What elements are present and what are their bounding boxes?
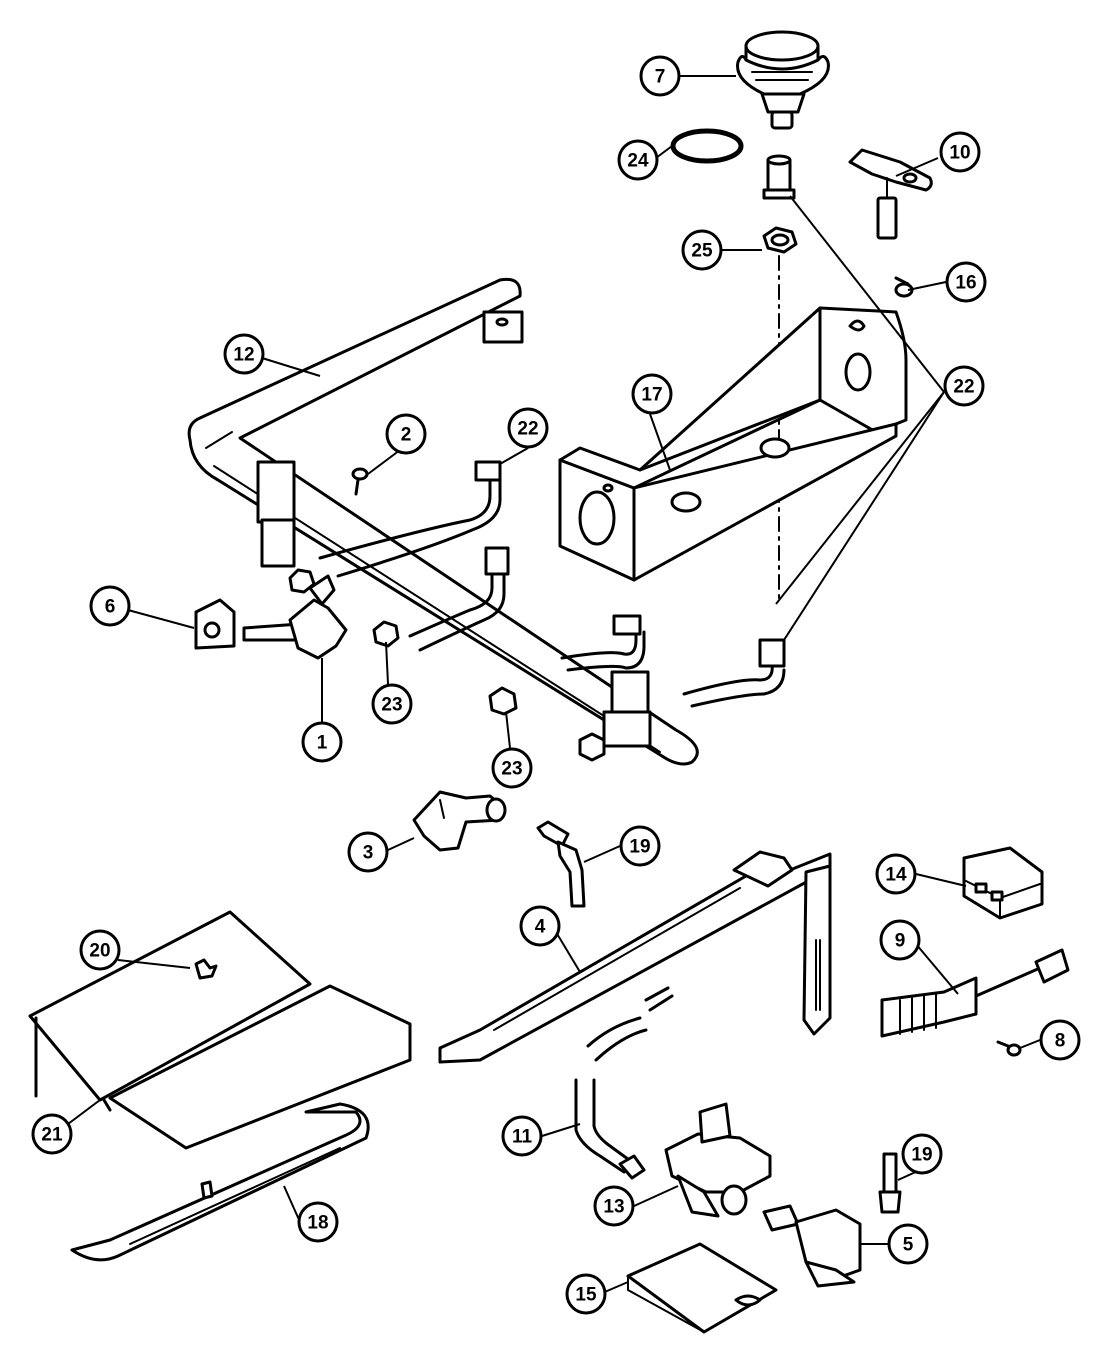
- callout-22-right: 22: [943, 365, 985, 407]
- callout-3: 3: [347, 831, 389, 873]
- gas-tubes: [318, 460, 786, 708]
- callout-16-label: 16: [955, 273, 976, 294]
- igniter-part: [880, 948, 1070, 1038]
- callout-1-label: 1: [317, 733, 328, 754]
- callout-18-label: 18: [307, 1213, 328, 1234]
- terminal-block-part: [962, 846, 1044, 920]
- callout-7: 7: [639, 55, 681, 97]
- callout-2: 2: [385, 413, 427, 455]
- o-ring-part: [670, 128, 744, 164]
- pressure-regulator-part: [664, 1102, 772, 1218]
- callout-6: 6: [89, 585, 131, 627]
- callout-3-label: 3: [363, 843, 374, 864]
- orifice-fitting-part: [762, 154, 796, 200]
- small-screw-part: [351, 467, 369, 496]
- callout-7-label: 7: [655, 67, 666, 88]
- callout-5: 5: [887, 1223, 929, 1265]
- wing-nut-part: [194, 958, 218, 980]
- callout-2-label: 2: [401, 425, 412, 446]
- callout-5-label: 5: [903, 1235, 914, 1256]
- callout-11-label: 11: [512, 1127, 533, 1148]
- callout-22-right-label: 22: [953, 377, 974, 398]
- lower-fitting-part: [878, 1152, 902, 1214]
- callout-8: 8: [1039, 1019, 1081, 1061]
- mounting-plate-part: [626, 1242, 778, 1334]
- callout-8-label: 8: [1055, 1031, 1066, 1052]
- callout-15: 15: [565, 1273, 607, 1315]
- burner-box-part: [558, 306, 908, 582]
- callout-11: 11: [501, 1115, 543, 1157]
- callout-4: 4: [519, 905, 561, 947]
- callout-17: 17: [631, 373, 673, 415]
- callout-19-lower-label: 19: [911, 1145, 932, 1166]
- heat-shield-part: [28, 910, 412, 1150]
- manifold-tube-part: [187, 277, 699, 766]
- hex-nut-part: [762, 226, 798, 254]
- valve-arm-part: [242, 574, 348, 660]
- leader-lines: [67, 75, 1041, 1295]
- callout-23-left-label: 23: [381, 695, 402, 716]
- callout-25-label: 25: [691, 241, 713, 262]
- callout-13-label: 13: [603, 1197, 624, 1218]
- callout-19-upper-label: 19: [629, 837, 650, 858]
- callout-17-label: 17: [641, 385, 662, 406]
- small-screw-part-2: [996, 1040, 1022, 1057]
- callout-6-label: 6: [105, 597, 116, 618]
- tube-nuts: [288, 568, 606, 762]
- screw-part: [894, 276, 914, 298]
- callout-22-left-label: 22: [517, 419, 538, 440]
- callout-20: 21: [31, 1113, 73, 1155]
- callout-14-label: 14: [885, 865, 907, 886]
- callout-23-left: 23: [371, 683, 413, 725]
- air-shutter-part: [412, 790, 507, 852]
- callout-10: 10: [939, 131, 981, 173]
- callout-14: 14: [875, 853, 917, 895]
- callout-12-label: 12: [233, 345, 254, 366]
- callout-10-label: 10: [949, 143, 970, 164]
- oven-burner-tube-part: [438, 850, 832, 1064]
- solenoid-valve-part: [762, 1204, 862, 1288]
- callout-1: 1: [301, 721, 343, 763]
- callout-9-label: 9: [895, 931, 906, 952]
- oven-burner-part: [70, 1102, 370, 1262]
- mounting-bracket-part: [848, 148, 933, 240]
- callout-24-label: 24: [627, 151, 649, 172]
- callout-25: 25: [681, 229, 723, 271]
- callout-21-label: 20: [89, 941, 110, 962]
- callout-9: 9: [879, 919, 921, 961]
- flex-tube-part: [574, 986, 674, 1180]
- callout-15-label: 15: [575, 1285, 597, 1306]
- callout-19-upper: 19: [619, 825, 661, 867]
- callout-20-label: 21: [41, 1125, 63, 1146]
- callout-24: 24: [617, 139, 659, 181]
- callout-21: 20: [79, 929, 121, 971]
- surface-burner-part: [736, 30, 830, 130]
- callout-22-left: 22: [507, 407, 549, 449]
- callout-4-label: 4: [535, 917, 546, 938]
- callout-13: 13: [593, 1185, 635, 1227]
- callout-16: 16: [945, 261, 987, 303]
- callout-23-right-label: 23: [501, 759, 522, 780]
- callout-12: 12: [223, 333, 265, 375]
- callout-18: 18: [297, 1201, 339, 1243]
- callout-19-lower: 19: [901, 1133, 943, 1175]
- tube-fitting-part: [536, 820, 586, 908]
- callout-23-right: 23: [491, 747, 533, 789]
- clip-part: [194, 598, 236, 650]
